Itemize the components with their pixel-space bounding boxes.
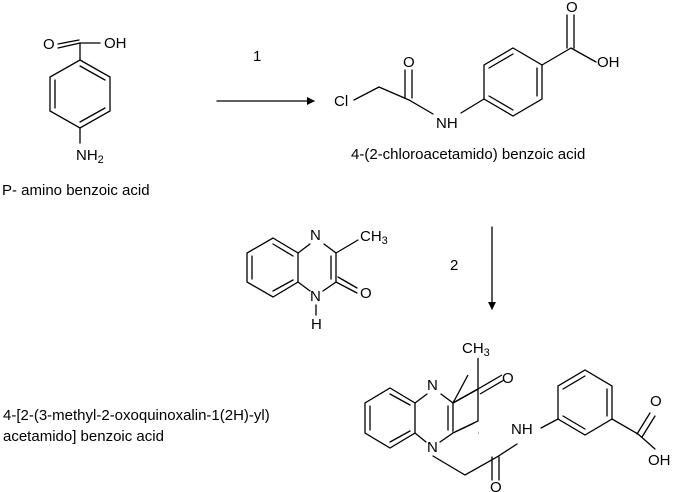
product-n1-label: N [427,439,438,456]
product-amide-nh-label: NH [511,421,533,438]
step-1-label: 1 [253,48,262,65]
quinoxalinone-oxygen-label: O [360,285,372,302]
product-name-line-2: acetamido] benzoic acid [3,428,164,445]
product-ketone-oxygen-label: O [502,370,514,387]
quinoxalinone-methyl-label: CH3 [360,228,388,247]
acid-hydroxyl-label: OH [597,54,620,71]
chloroacetamido-structure: Cl O NH O OH [334,0,620,132]
product-name-line-1: 4-[2-(3-methyl-2-oxoquinoxalin-1(2H)-yl) [3,407,270,424]
paba-oxygen-label: O [43,36,55,53]
product-name: 4-[2-(3-methyl-2-oxoquinoxalin-1(2H)-yl)… [3,405,270,447]
methylquinoxalinone-structure: N N H CH3 O [246,227,388,333]
acid-carbonyl-oxygen-label: O [566,0,578,16]
amide-oxygen-label: O [403,54,415,71]
paba-amine-label: NH2 [76,147,104,166]
quinoxalinone-n1-label: N [310,288,321,305]
product-methyl-label: CH3 [462,340,490,359]
paba-hydroxyl-label: OH [104,35,127,52]
paba-structure: O OH NH2 [43,35,127,166]
chloroacetamido-name: 4-(2-chloroacetamido) benzoic acid [351,146,586,163]
product-n4-label: N [427,377,438,394]
amide-nh-label: NH [436,115,458,132]
paba-name: P- amino benzoic acid [2,182,150,199]
product-amide-oxygen-label: O [490,479,502,492]
product-acid-oxygen-label: O [650,393,662,410]
chlorine-label: Cl [334,93,348,110]
quinoxalinone-nh-hydrogen-label: H [311,316,322,333]
product-acid-hydroxyl-label: OH [648,452,671,469]
step-2-label: 2 [450,257,459,274]
quinoxalinone-n4-label: N [310,227,321,244]
